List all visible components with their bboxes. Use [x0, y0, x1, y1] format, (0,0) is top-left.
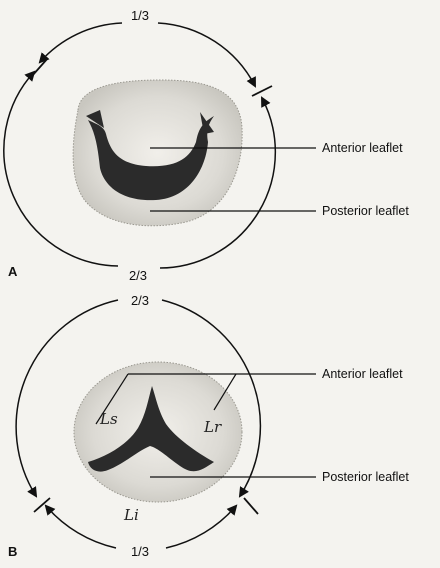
panel-b-arc-bottom-right [166, 506, 236, 548]
panel-b-handwritten-li: Li [123, 506, 139, 524]
panel-a-tick-left [32, 58, 48, 76]
panel-b-arc-bottom-left [46, 506, 116, 548]
panel-a-tick-right [252, 86, 272, 96]
panel-a-top-fraction: 1/3 [131, 8, 149, 23]
panel-b-letter: B [8, 544, 17, 559]
panel-a-letter: A [8, 264, 18, 279]
panel-b: 2/3 1/3 Anterior leaflet Posterior leafl… [8, 293, 409, 559]
panel-a: 1/3 2/3 Anterior leaflet Posterior leafl… [4, 8, 410, 283]
panel-a-posterior-label: Posterior leaflet [322, 204, 409, 218]
panel-a-bottom-fraction: 2/3 [129, 268, 147, 283]
panel-a-anterior-label: Anterior leaflet [322, 141, 403, 155]
panel-b-handwritten-lr: Lr [203, 418, 222, 436]
panel-b-tick-right [244, 498, 258, 514]
panel-b-bottom-fraction: 1/3 [131, 544, 149, 559]
panel-b-anterior-label: Anterior leaflet [322, 367, 403, 381]
panel-a-arc-top-right [158, 23, 255, 86]
panel-b-tick-left [34, 498, 50, 512]
panel-b-handwritten-ls: Ls [99, 410, 118, 428]
panel-b-posterior-label: Posterior leaflet [322, 470, 409, 484]
panel-a-arc-top-left [40, 23, 122, 62]
panel-b-top-fraction: 2/3 [131, 293, 149, 308]
